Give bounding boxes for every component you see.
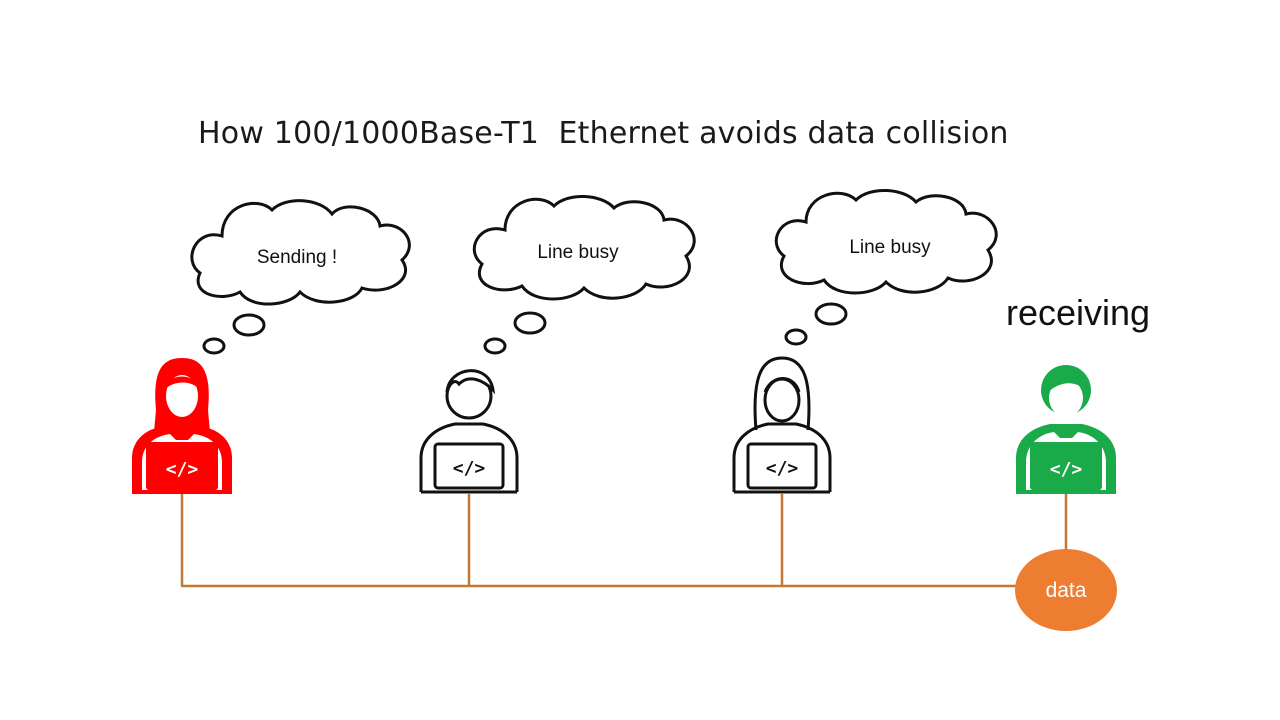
data-packet-label: data: [1046, 579, 1087, 602]
thought-bubble-3: [774, 188, 998, 346]
thought-bubble-2: [472, 194, 696, 355]
page-title: How 100/1000Base-T1 Ethernet avoids data…: [198, 116, 1009, 151]
person-icon-2: </>: [419, 369, 519, 494]
person-icon-sender: </>: [132, 358, 232, 494]
person-icon-receiver: </>: [1016, 365, 1116, 494]
bus-line: [180, 494, 1068, 588]
laptop-code-icon: [146, 442, 218, 490]
svg-text:</>: </>: [166, 459, 199, 480]
data-packet: [1015, 549, 1117, 631]
thought-text-1: Sending !: [257, 247, 337, 268]
laptop-code-icon: [433, 442, 505, 490]
laptop-code-icon: [1030, 442, 1102, 490]
thought-bubble-1: [190, 199, 411, 355]
svg-text:</>: </>: [766, 458, 799, 479]
receiving-label: receiving: [1006, 292, 1151, 333]
svg-text:</>: </>: [453, 458, 486, 479]
person-icon-3: </>: [732, 356, 832, 494]
thought-text-2: Line busy: [537, 242, 619, 263]
svg-text:</>: </>: [1050, 459, 1083, 480]
thought-text-3: Line busy: [849, 237, 931, 258]
laptop-code-icon: [746, 442, 818, 490]
